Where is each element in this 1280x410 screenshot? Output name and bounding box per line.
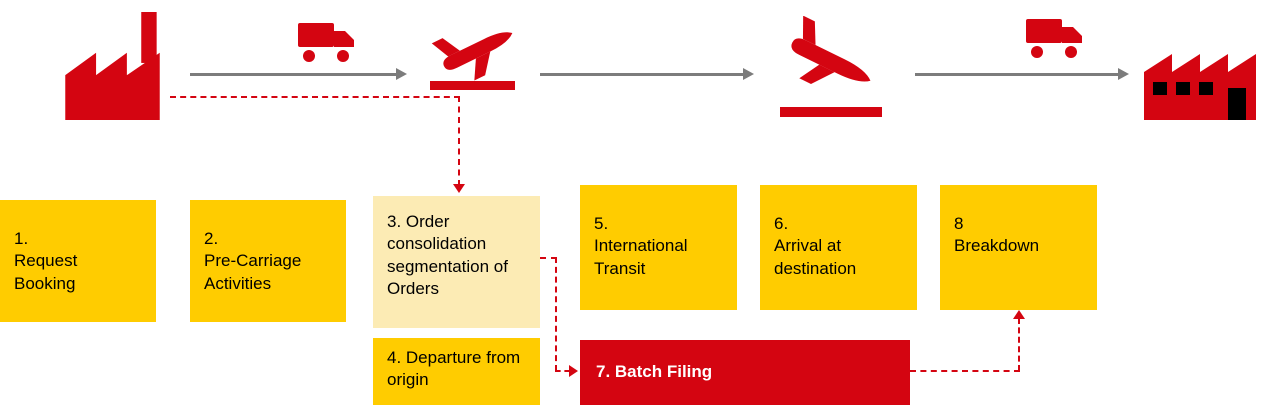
step-4-departure-from-origin: 4. Departure from origin <box>373 338 540 405</box>
plane-departure-icon <box>424 8 520 90</box>
step-3-order-consolidation: 3. Order consolidation segmentation of O… <box>373 196 540 328</box>
dashed-connector-consolidation-to-batchfiling <box>540 257 557 259</box>
step-8-breakdown: 8 Breakdown <box>940 185 1097 310</box>
step-6-arrival-at-destination: 6. Arrival at destination <box>760 185 917 310</box>
dashed-connector-batchfiling-to-breakdown-rise <box>1018 318 1020 371</box>
dashed-connector-consolidation-to-batchfiling-run <box>555 370 570 372</box>
flow-arrow-2-head <box>743 68 754 80</box>
step-1-request-booking: 1. Request Booking <box>0 200 156 322</box>
factory-destination-icon <box>1140 28 1270 120</box>
dashed-connector-origin-to-consolidation <box>170 96 460 98</box>
dashed-arrowhead-down-icon <box>453 184 465 193</box>
flow-arrow-2 <box>540 73 743 76</box>
dashed-connector-consolidation-to-batchfiling-drop <box>555 257 557 371</box>
factory-origin-icon <box>55 12 170 120</box>
flow-arrow-3-head <box>1118 68 1129 80</box>
dashed-arrowhead-right-icon <box>569 365 578 377</box>
delivery-truck-icon <box>1026 16 1086 60</box>
flow-arrow-1-head <box>396 68 407 80</box>
delivery-truck-icon <box>298 20 358 64</box>
step-5-international-transit: 5. International Transit <box>580 185 737 310</box>
plane-arrival-icon <box>772 16 890 118</box>
dashed-connector-batchfiling-to-breakdown <box>910 370 1020 372</box>
dashed-connector-origin-to-consolidation-drop <box>458 96 460 186</box>
step-2-pre-carriage-activities: 2. Pre-Carriage Activities <box>190 200 346 322</box>
dashed-arrowhead-up-icon <box>1013 310 1025 319</box>
step-7-batch-filing: 7. Batch Filing <box>580 340 910 405</box>
flow-arrow-3 <box>915 73 1118 76</box>
flow-arrow-1 <box>190 73 396 76</box>
